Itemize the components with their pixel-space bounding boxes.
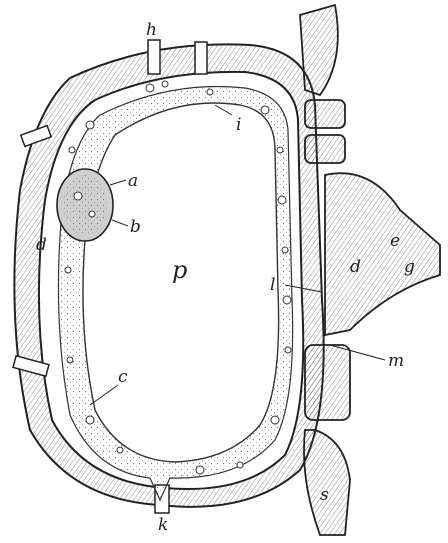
- label-h: h: [146, 20, 157, 40]
- label-i: i: [236, 115, 241, 135]
- label-d-right: d: [350, 257, 361, 277]
- label-m: m: [388, 351, 404, 371]
- pit-top-right: [195, 42, 207, 74]
- label-a: a: [128, 171, 138, 191]
- cytoplasm: [58, 81, 292, 500]
- label-g: g: [404, 257, 415, 277]
- nucleus: [57, 169, 113, 241]
- label-c: c: [118, 367, 128, 387]
- label-b: b: [130, 217, 141, 237]
- label-l: l: [270, 275, 275, 295]
- label-s: s: [320, 485, 329, 505]
- label-d-left: d: [36, 235, 47, 255]
- label-e: e: [390, 231, 400, 251]
- label-p: p: [172, 256, 187, 284]
- label-k: k: [158, 515, 168, 535]
- pit-top-left: [148, 40, 160, 74]
